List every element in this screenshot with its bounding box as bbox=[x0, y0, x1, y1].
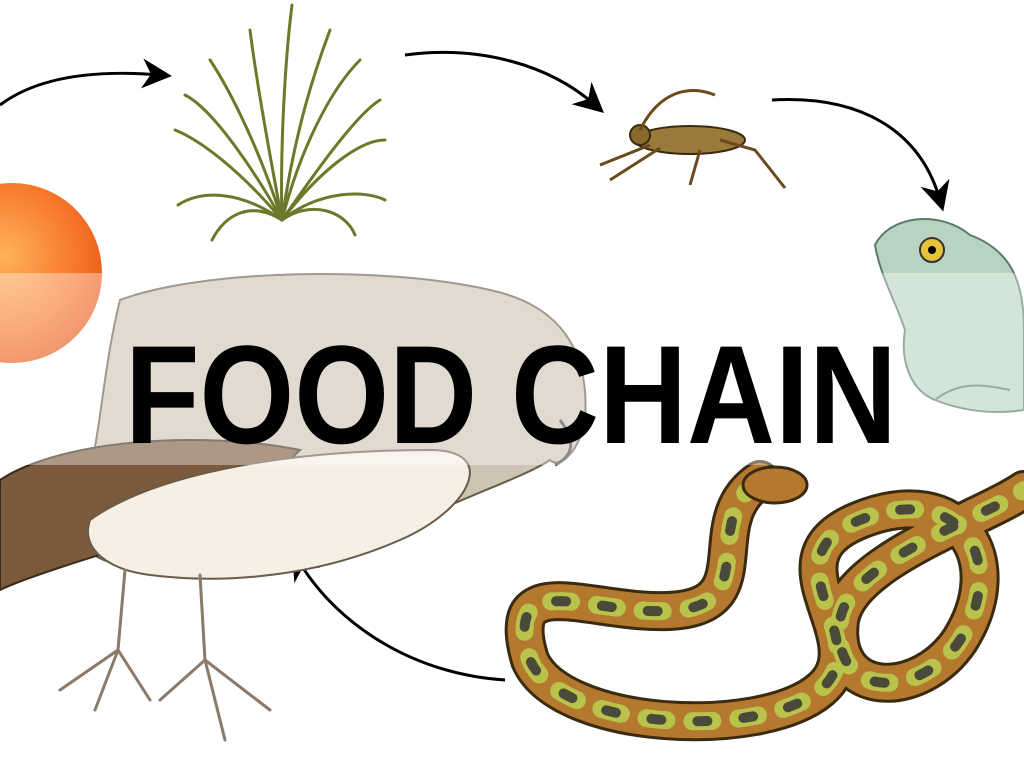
arrow-snake-to-hawk bbox=[291, 549, 506, 682]
frog bbox=[873, 218, 1024, 413]
slide-title: FOOD CHAIN bbox=[125, 316, 897, 473]
arrow-sun-to-grass bbox=[0, 58, 172, 107]
hawk bbox=[0, 273, 587, 742]
title-band bbox=[0, 273, 1024, 465]
grasshopper bbox=[599, 89, 787, 189]
snake bbox=[504, 460, 1024, 742]
arrow-grass-to-grasshopper bbox=[404, 51, 604, 113]
arrows bbox=[0, 51, 950, 682]
grass bbox=[173, 3, 387, 242]
sun bbox=[0, 183, 102, 363]
arrow-grasshopper-to-frog bbox=[771, 98, 950, 212]
